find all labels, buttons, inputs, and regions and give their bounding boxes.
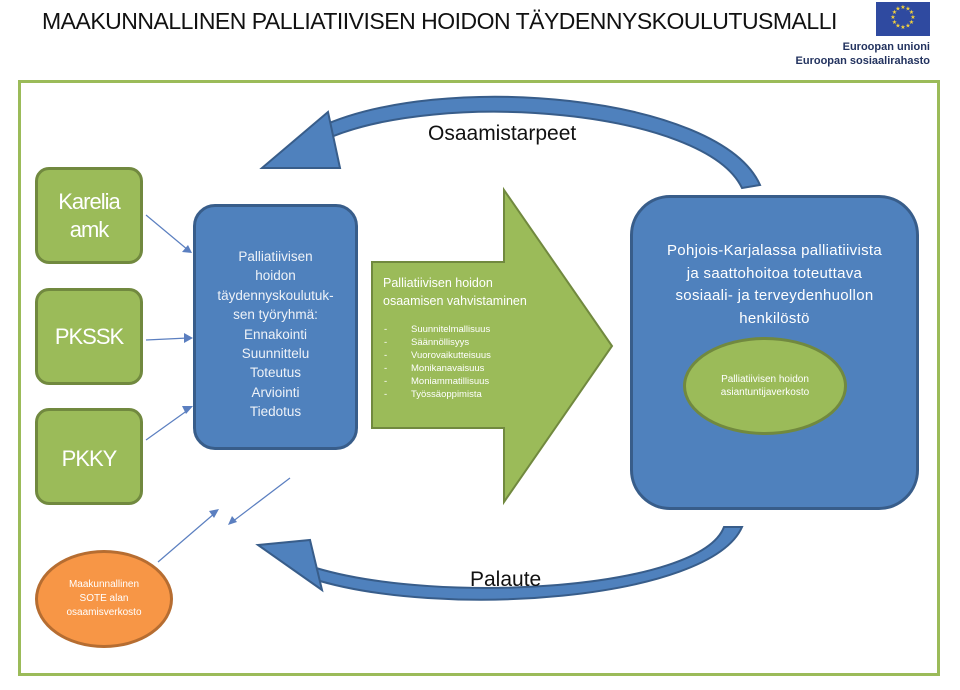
wg-line: Palliatiivisen xyxy=(238,249,313,264)
connector-pkky xyxy=(145,409,189,441)
svg-text:★: ★ xyxy=(910,14,915,21)
list-item: -Säännöllisyys xyxy=(384,337,470,349)
expert-network-line: Palliatiivisen hoidon xyxy=(721,374,809,385)
target-line: henkilöstö xyxy=(739,309,810,327)
sote-network-ellipse: Maakunnallinen SOTE alan osaamisverkosto xyxy=(35,550,173,648)
svg-text:★: ★ xyxy=(900,4,905,11)
target-line: ja saattohoitoa toteuttava xyxy=(686,264,863,282)
wg-line: sen työryhmä: xyxy=(233,307,318,323)
connector-network xyxy=(157,512,216,563)
list-item: -Monikanavaisuus xyxy=(384,363,485,375)
expert-network-text: Palliatiivisen hoidon asiantuntijaverkos… xyxy=(721,373,809,399)
svg-text:★: ★ xyxy=(905,6,910,13)
list-item: -Moniammatillisuus xyxy=(384,376,490,388)
arrow-heading: Palliatiivisen hoidon osaamisen vahvista… xyxy=(383,274,527,310)
target-staff-text: Pohjois-Karjalassa palliatiivista ja saa… xyxy=(630,240,919,330)
eu-logo-text: Euroopan unioni Euroopan sosiaalirahasto xyxy=(780,40,930,68)
diagram-frame xyxy=(18,80,940,676)
wg-line: Ennakointi xyxy=(243,326,308,342)
wg-line: Tiedotus xyxy=(249,404,302,420)
eu-flag-logo: ★★★ ★★★ ★★★ ★★★ xyxy=(876,2,930,36)
target-line: sosiaali- ja terveydenhuollon xyxy=(675,287,874,304)
working-group-text: Palliatiivisen hoidon täydennyskoulutuk-… xyxy=(193,247,358,422)
eu-social-fund-label: Euroopan sosiaalirahasto xyxy=(795,55,930,67)
list-item: -Työssäoppimista xyxy=(384,389,482,401)
top-cycle-arrowhead xyxy=(259,110,342,169)
arrow-item-list: -Suunnitelmallisuus -Säännöllisyys -Vuor… xyxy=(384,323,491,402)
bottom-cycle-arrowhead xyxy=(255,538,324,593)
list-item: -Vuorovaikutteisuus xyxy=(384,350,491,362)
arrow-heading-line: Palliatiivisen hoidon xyxy=(383,276,493,290)
wg-line: Toteutus xyxy=(249,365,302,381)
karelia-amk-box: Karelia amk xyxy=(35,167,143,264)
svg-text:★: ★ xyxy=(909,9,914,16)
list-item: -Suunnitelmallisuus xyxy=(384,324,491,335)
connector-karelia xyxy=(145,214,189,251)
pkky-label: PKKY xyxy=(61,446,118,471)
connector-pkssk xyxy=(145,337,189,341)
wg-line: täydennyskoulutuk- xyxy=(217,287,334,303)
arrow-heading-line: osaamisen vahvistaminen xyxy=(383,294,527,308)
sote-network-label: Maakunnallinen SOTE alan osaamisverkosto xyxy=(66,579,142,618)
svg-text:★: ★ xyxy=(900,24,905,31)
working-group-box xyxy=(193,204,358,450)
pkky-box: PKKY xyxy=(35,408,143,505)
eu-union-label: Euroopan unioni xyxy=(842,41,930,53)
needs-label: Osaamistarpeet xyxy=(428,122,577,145)
connector-feedback xyxy=(231,477,291,523)
svg-text:★: ★ xyxy=(909,19,914,26)
wg-line: Suunnittelu xyxy=(241,346,310,362)
expert-network-ellipse: Palliatiivisen hoidon asiantuntijaverkos… xyxy=(683,337,847,435)
svg-text:★: ★ xyxy=(905,23,910,30)
wg-line: hoidon xyxy=(255,268,296,284)
strengthening-arrow xyxy=(371,186,614,506)
pkssk-label: PKSSK xyxy=(54,323,124,349)
karelia-amk-label: Karelia amk xyxy=(58,188,120,242)
target-line: Pohjois-Karjalassa palliatiivista xyxy=(667,242,882,259)
wg-line: Arviointi xyxy=(251,384,300,400)
svg-text:★: ★ xyxy=(890,14,895,21)
feedback-label: Palaute xyxy=(470,568,542,591)
svg-text:★: ★ xyxy=(895,23,900,30)
svg-text:★: ★ xyxy=(892,9,897,16)
expert-network-line: asiantuntijaverkosto xyxy=(720,387,810,398)
page-title: MAAKUNNALLINEN PALLIATIIVISEN HOIDON TÄY… xyxy=(42,8,837,34)
svg-text:★: ★ xyxy=(892,19,897,26)
eu-stars-icon: ★★★ ★★★ ★★★ ★★★ xyxy=(890,4,915,31)
svg-text:★: ★ xyxy=(895,6,900,13)
pkssk-box: PKSSK xyxy=(35,288,143,385)
